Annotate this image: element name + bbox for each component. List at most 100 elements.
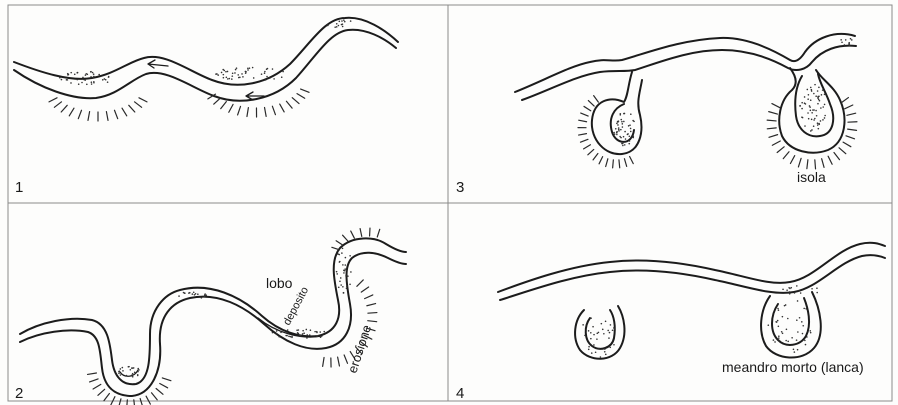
- sediment-dot: [298, 333, 300, 335]
- sediment-dot: [822, 119, 824, 121]
- sediment-dot: [607, 330, 609, 332]
- panel-4-river: [498, 243, 885, 359]
- erosion-hatch-mark: [368, 321, 377, 322]
- sediment-dot: [787, 341, 789, 343]
- sediment-dot: [346, 286, 348, 288]
- sediment-dot: [818, 123, 820, 125]
- erosion-hatch-mark: [357, 280, 363, 286]
- sediment-dot: [93, 82, 95, 84]
- sediment-dot: [588, 346, 590, 348]
- sediment-dot: [343, 19, 345, 21]
- sediment-dot: [609, 332, 611, 334]
- sediment-dot: [266, 76, 268, 78]
- sediment-dot: [624, 131, 626, 133]
- sediment-dot: [137, 374, 139, 376]
- sediment-dot: [87, 74, 89, 76]
- sediment-dot: [341, 20, 343, 22]
- sediment-dot: [622, 123, 624, 125]
- sediment-dot: [629, 135, 631, 137]
- erosion-hatch-mark: [584, 106, 591, 110]
- erosion-hatch-mark: [361, 287, 368, 292]
- sediment-dot: [323, 331, 325, 333]
- sediment-dot: [796, 319, 798, 321]
- sediment-dot: [345, 269, 347, 271]
- sediment-dot: [593, 334, 595, 336]
- sediment-dot: [617, 124, 619, 126]
- sediment-dot: [807, 98, 809, 100]
- sediment-dot: [622, 145, 624, 147]
- erosion-hatch-mark: [579, 120, 587, 122]
- sediment-dot: [342, 286, 344, 288]
- sediment-dot: [824, 104, 826, 106]
- sediment-dot: [194, 294, 196, 296]
- sediment-dot: [781, 331, 783, 333]
- sediment-dot: [588, 349, 590, 351]
- erosion-hatch-mark: [93, 384, 101, 389]
- sediment-dot: [221, 72, 223, 74]
- sediment-dot: [824, 94, 826, 96]
- sediment-dot: [316, 335, 318, 337]
- sediment-dot: [234, 72, 236, 74]
- sediment-dot: [247, 67, 249, 69]
- sediment-dot: [811, 288, 813, 290]
- sediment-dot: [340, 284, 342, 286]
- erosion-hatch-mark: [815, 160, 816, 169]
- sediment-dot: [118, 371, 120, 373]
- sediment-dot: [102, 79, 104, 81]
- erosion-hatch-mark: [584, 145, 591, 149]
- sediment-dot: [286, 335, 288, 337]
- panel-3-number: 3: [456, 179, 464, 196]
- sediment-dot: [822, 89, 824, 91]
- erosion-hatch-mark: [301, 89, 309, 92]
- sediment-dot: [808, 118, 810, 120]
- erosion-hatch-mark: [127, 400, 128, 405]
- sediment-dot: [813, 93, 815, 95]
- sediment-dot: [596, 338, 598, 340]
- sediment-dot: [338, 287, 340, 289]
- sediment-dot: [614, 133, 616, 135]
- sediment-dot: [584, 335, 586, 337]
- sediment-dot: [616, 123, 618, 125]
- erosion-hatch-mark: [593, 154, 598, 160]
- erosion-hatch-mark: [630, 157, 634, 164]
- erosion-hatch-mark: [280, 104, 284, 112]
- sediment-dot: [797, 300, 799, 302]
- sediment-dot: [612, 329, 614, 331]
- sediment-dot: [614, 328, 616, 330]
- sediment-dot: [608, 337, 610, 339]
- sediment-dot: [107, 81, 109, 83]
- erosion-hatch-mark: [594, 96, 599, 102]
- sediment-dot: [595, 351, 597, 353]
- sediment-dot: [303, 332, 305, 334]
- erosion-hatch-mark: [790, 156, 794, 164]
- sediment-dot: [811, 89, 813, 91]
- sediment-dot: [302, 330, 304, 332]
- erosion-hatch-mark: [323, 357, 324, 366]
- erosion-hatch-mark: [606, 159, 608, 167]
- sediment-dot: [613, 132, 615, 134]
- sediment-dot: [786, 328, 788, 330]
- sediment-dot: [126, 375, 128, 377]
- erosion-hatch-mark: [599, 157, 603, 164]
- erosion-hatch-mark: [841, 98, 848, 103]
- sediment-dot: [86, 84, 88, 86]
- sediment-dot: [93, 73, 95, 75]
- sediment-dot: [815, 95, 817, 97]
- erosion-hatch-mark: [286, 101, 292, 108]
- sediment-dot: [849, 44, 851, 46]
- sediment-dot: [811, 129, 813, 131]
- sediment-dot: [623, 121, 625, 123]
- sediment-dot: [778, 325, 780, 327]
- sediment-dot: [605, 320, 607, 322]
- sediment-dot: [82, 77, 84, 79]
- sediment-dot: [122, 367, 124, 369]
- sediment-dot: [120, 374, 122, 376]
- erosion-hatch-mark: [834, 153, 839, 160]
- sediment-dot: [223, 77, 225, 79]
- sediment-dot: [786, 289, 788, 291]
- sediment-dot: [818, 128, 820, 130]
- sediment-dot: [824, 115, 826, 117]
- sediment-dot: [184, 292, 186, 294]
- sediment-dot: [592, 326, 594, 328]
- sediment-dot: [336, 26, 338, 28]
